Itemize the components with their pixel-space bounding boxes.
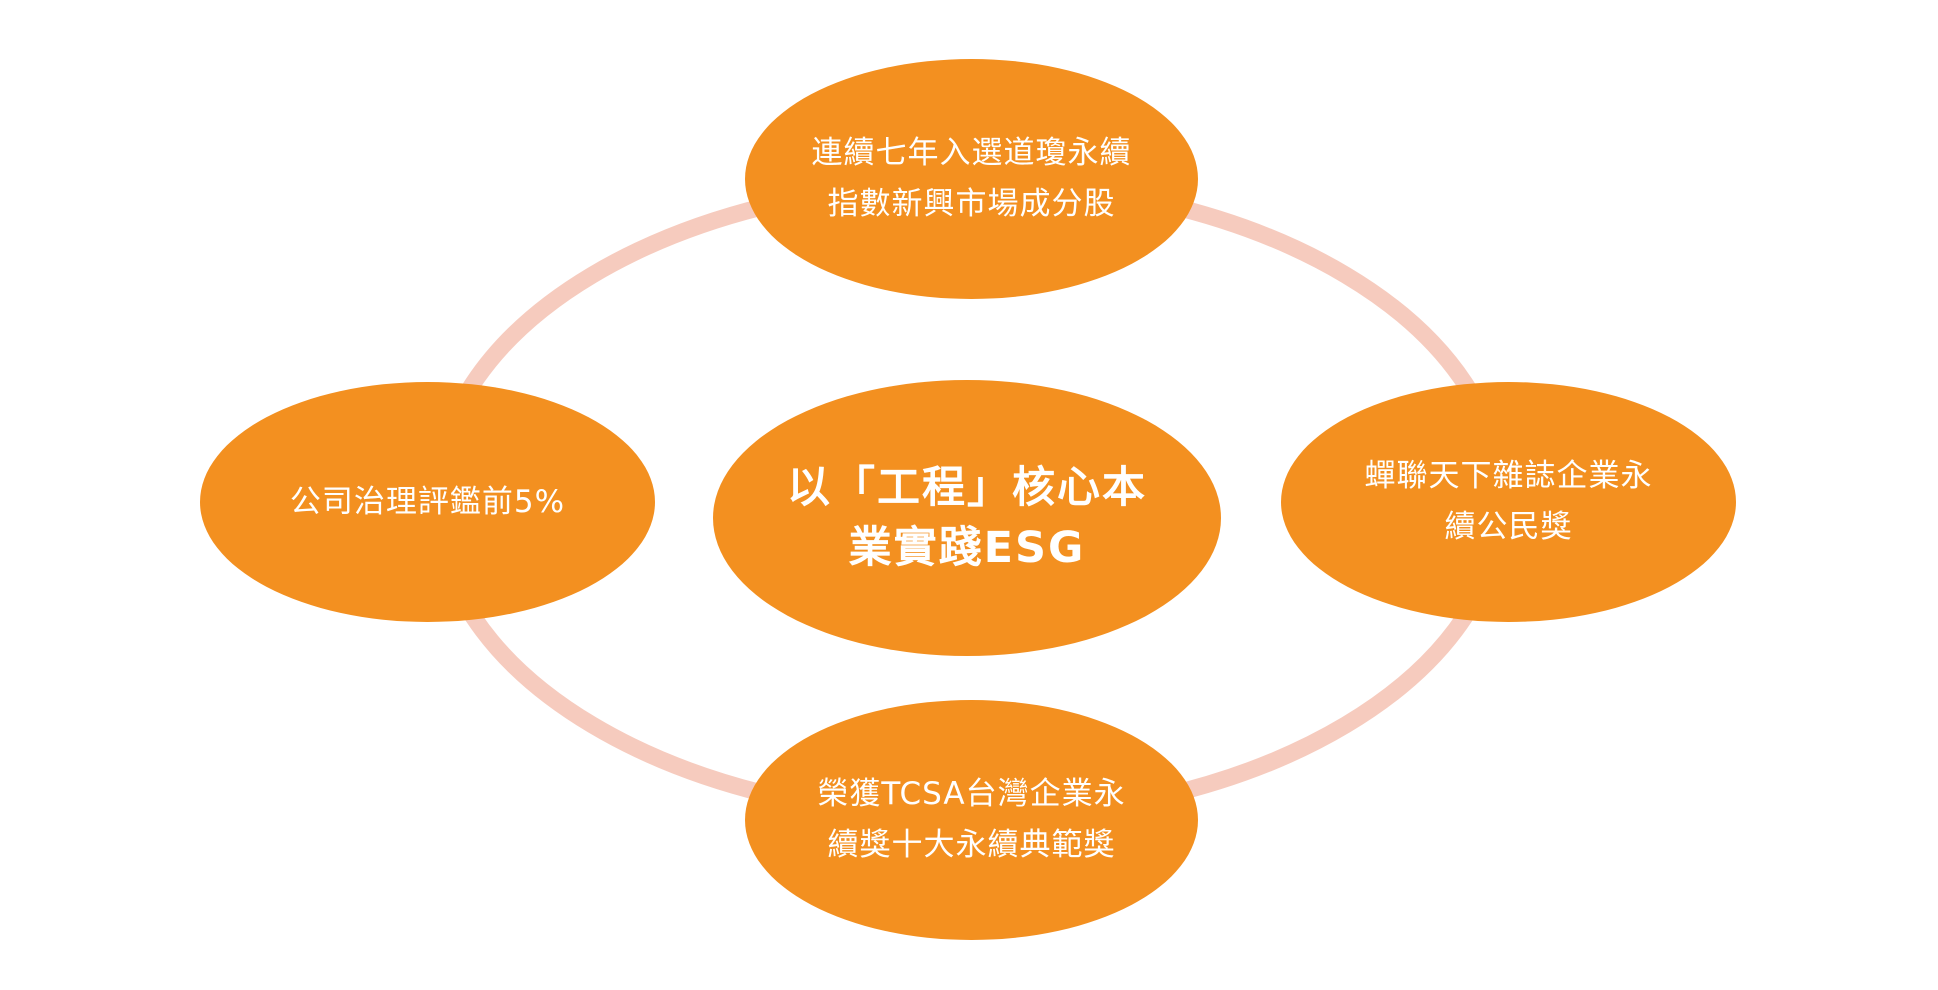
node-left: 公司治理評鑑前5%: [200, 382, 655, 622]
node-right: 蟬聯天下雜誌企業永 續公民獎: [1281, 382, 1736, 622]
node-top-label: 連續七年入選道瓊永續 指數新興市場成分股: [811, 135, 1132, 222]
node-center: 以「工程」核心本 業實踐ESG: [713, 380, 1221, 656]
node-bottom: 榮獲TCSA台灣企業永 續獎十大永續典範獎: [745, 700, 1198, 940]
node-bottom-label: 榮獲TCSA台灣企業永 續獎十大永續典範獎: [817, 776, 1126, 863]
node-top: 連續七年入選道瓊永續 指數新興市場成分股: [745, 59, 1198, 299]
node-left-label: 公司治理評鑑前5%: [289, 483, 566, 520]
node-center-label: 以「工程」核心本 業實踐ESG: [787, 463, 1147, 573]
node-right-label: 蟬聯天下雜誌企業永 續公民獎: [1364, 458, 1653, 545]
